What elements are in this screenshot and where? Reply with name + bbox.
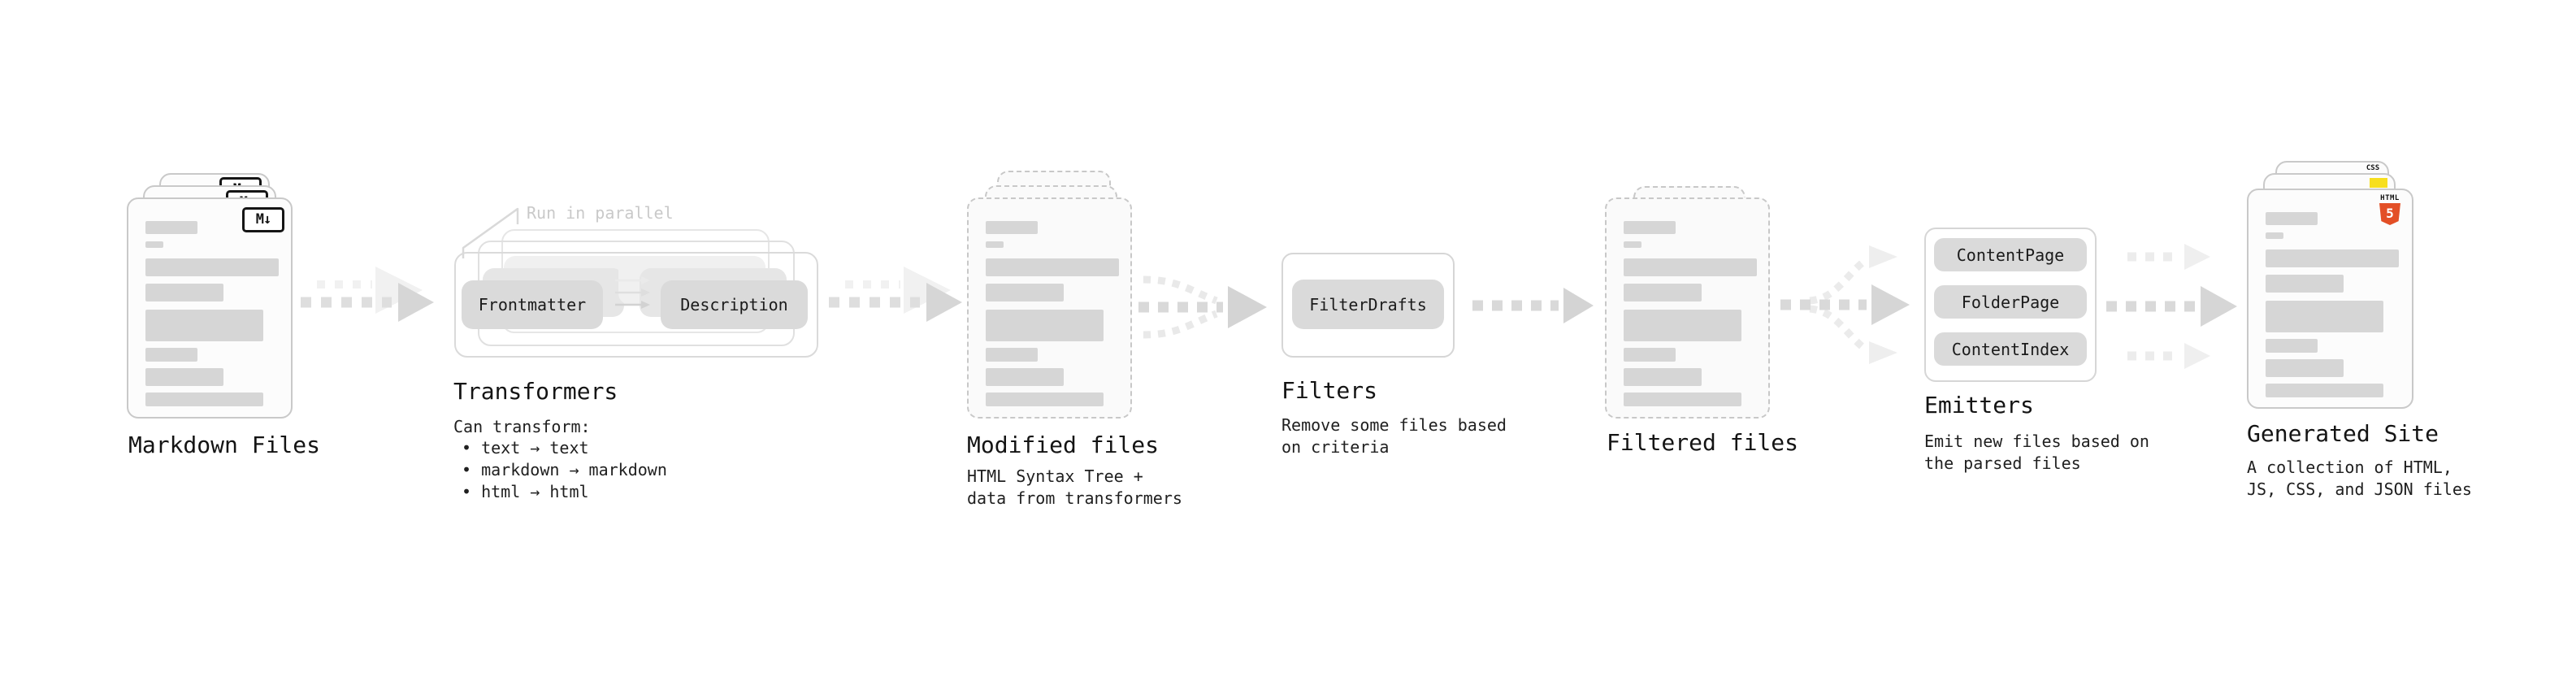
stage-desc: A collection of HTML,	[2247, 458, 2452, 477]
contentindex-pill: ContentIndex	[1934, 332, 2087, 366]
stage-title: Transformers	[453, 378, 618, 405]
frontmatter-pill: Frontmatter	[462, 280, 603, 329]
file-card	[1605, 197, 1770, 419]
contentpage-pill: ContentPage	[1934, 238, 2087, 271]
transformer-box-front	[454, 252, 818, 358]
stage-title: Filters	[1281, 377, 1378, 404]
flow-arrow-filters-to-filtered	[1472, 288, 1594, 323]
stage-title: Modified files	[967, 432, 1160, 458]
stage-desc: data from transformers	[967, 488, 1182, 508]
stage-desc: HTML Syntax Tree +	[967, 466, 1143, 486]
stage-desc: Can transform:	[453, 417, 591, 436]
stage-title: Generated Site	[2247, 420, 2439, 447]
file-card: HTML 5	[2247, 189, 2413, 409]
stage-desc: JS, CSS, and JSON files	[2247, 479, 2472, 499]
file-card: M↓	[127, 197, 293, 419]
stage-title: Filtered files	[1607, 429, 1799, 456]
flow-arrow-transformers-to-modified	[829, 267, 962, 322]
transform-bullet: • markdown → markdown	[462, 460, 667, 479]
markdown-icon: M↓	[242, 207, 284, 232]
stage-desc: on criteria	[1281, 437, 1390, 457]
run-in-parallel-note: Run in parallel	[527, 203, 674, 223]
html5-icon: HTML 5	[2378, 194, 2402, 225]
stage-desc: Remove some files based	[1281, 415, 1507, 435]
flow-arrow-filtered-to-emitters	[1780, 245, 1910, 364]
text-placeholder-bars	[1624, 221, 1757, 406]
text-placeholder-bars	[145, 221, 279, 406]
js-icon	[2370, 178, 2387, 188]
parallel-transform-arrows	[615, 276, 650, 309]
flow-arrow-modified-to-filters	[1138, 275, 1267, 339]
transform-bullet: • html → html	[462, 482, 589, 501]
stage-title: Markdown Files	[128, 432, 321, 458]
stage-title: Emitters	[1924, 392, 2034, 419]
filterdrafts-pill: FilterDrafts	[1292, 280, 1444, 329]
flow-arrow-markdown-to-transformers	[301, 267, 434, 322]
file-card	[967, 197, 1132, 419]
text-placeholder-bars	[986, 221, 1119, 406]
transform-bullet: • text → text	[462, 438, 589, 458]
flow-arrow-emitters-to-site	[2106, 244, 2237, 369]
description-pill: Description	[661, 280, 808, 329]
stage-desc: the parsed files	[1924, 453, 2081, 473]
folderpage-pill: FolderPage	[1934, 285, 2087, 319]
stage-desc: Emit new files based on	[1924, 432, 2149, 451]
text-placeholder-bars	[2266, 212, 2399, 397]
